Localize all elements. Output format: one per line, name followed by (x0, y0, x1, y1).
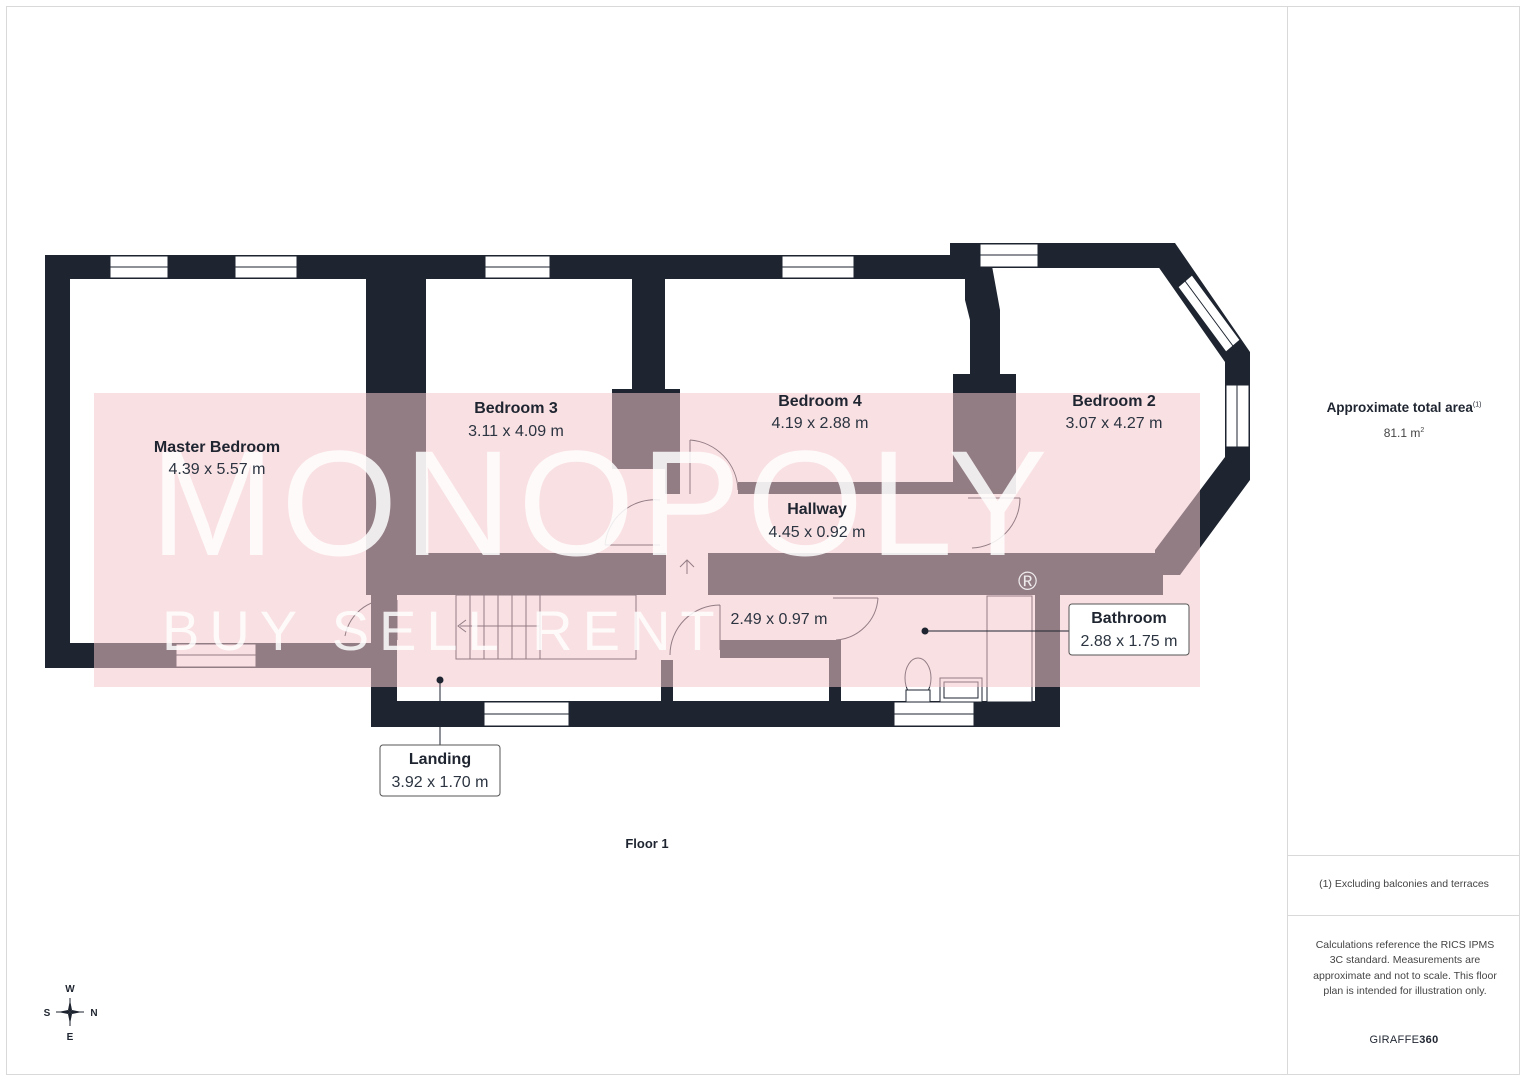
watermark-brand: MONOPOLY (150, 419, 1054, 587)
window (109, 255, 169, 279)
compass-east: E (67, 1032, 74, 1043)
room-name-hallway: Hallway (787, 501, 847, 518)
landing-callout: Landing 3.92 x 1.70 m (379, 676, 501, 797)
brand-prefix: GIRAFFE (1369, 1034, 1420, 1046)
window (893, 701, 975, 727)
watermark: MONOPOLY BUY SELL RENT ® (94, 393, 1200, 687)
window (484, 255, 551, 279)
compass-north: N (90, 1008, 97, 1019)
room-name-bedroom4: Bedroom 4 (778, 393, 862, 410)
wall-bedroom3-bedroom4 (632, 255, 665, 389)
area-footnote: (1) Excluding balconies and terraces (1319, 878, 1489, 890)
room-name-bedroom2: Bedroom 2 (1072, 393, 1156, 410)
total-area-value-text: 81.1 m (1383, 426, 1421, 440)
compass: W S N E (44, 984, 98, 1043)
info-sidebar: Approximate total area(1) 81.1 m2 (1) Ex… (1287, 6, 1520, 1075)
room-dims-landing: 3.92 x 1.70 m (392, 774, 489, 791)
windows (109, 243, 1250, 727)
room-dims-bedroom4: 4.19 x 2.88 m (772, 415, 869, 432)
disclaimer: Calculations reference the RICS IPMS 3C … (1313, 939, 1497, 997)
room-name-bedroom3: Bedroom 3 (474, 400, 558, 417)
watermark-band (94, 393, 1200, 687)
room-name-master: Master Bedroom (154, 439, 280, 456)
window (483, 701, 570, 727)
compass-west: W (65, 984, 75, 995)
wall-left (45, 255, 70, 668)
window (979, 243, 1039, 268)
room-dims-bedroom2: 3.07 x 4.27 m (1066, 415, 1163, 432)
window (1177, 274, 1241, 353)
total-area-label: Approximate total area(1) (1288, 400, 1520, 415)
page-frame (6, 6, 1520, 1075)
compass-south: S (44, 1008, 51, 1019)
room-dims-cupboard: 2.49 x 0.97 m (731, 611, 828, 628)
total-area-value: 81.1 m2 (1288, 426, 1520, 440)
brand-suffix: 360 (1419, 1034, 1439, 1046)
room-labels: Master Bedroom 4.39 x 5.57 m Bedroom 3 3… (154, 393, 1163, 851)
room-dims-hallway: 4.45 x 0.92 m (769, 524, 866, 541)
watermark-registered: ® (1018, 566, 1037, 596)
room-dims-bathroom: 2.88 x 1.75 m (1081, 633, 1178, 650)
area-unit-superscript: 2 (1420, 427, 1425, 434)
window (781, 255, 855, 279)
sidebar-divider (1288, 855, 1520, 856)
room-name-bathroom: Bathroom (1091, 610, 1167, 627)
brand-logo: GIRAFFE360 (1288, 1034, 1520, 1046)
floor-label: Floor 1 (625, 836, 668, 851)
room-name-landing: Landing (409, 751, 471, 768)
watermark-tagline: BUY SELL RENT (162, 599, 725, 662)
footnote-mark: (1) (1472, 401, 1482, 409)
bathroom-callout: Bathroom 2.88 x 1.75 m (921, 603, 1190, 656)
total-area-label-text: Approximate total area (1326, 400, 1473, 415)
sidebar-divider (1288, 915, 1520, 916)
window (1225, 384, 1250, 448)
room-dims-bedroom3: 3.11 x 4.09 m (468, 423, 564, 440)
room-dims-master: 4.39 x 5.57 m (169, 461, 266, 478)
window (234, 255, 298, 279)
